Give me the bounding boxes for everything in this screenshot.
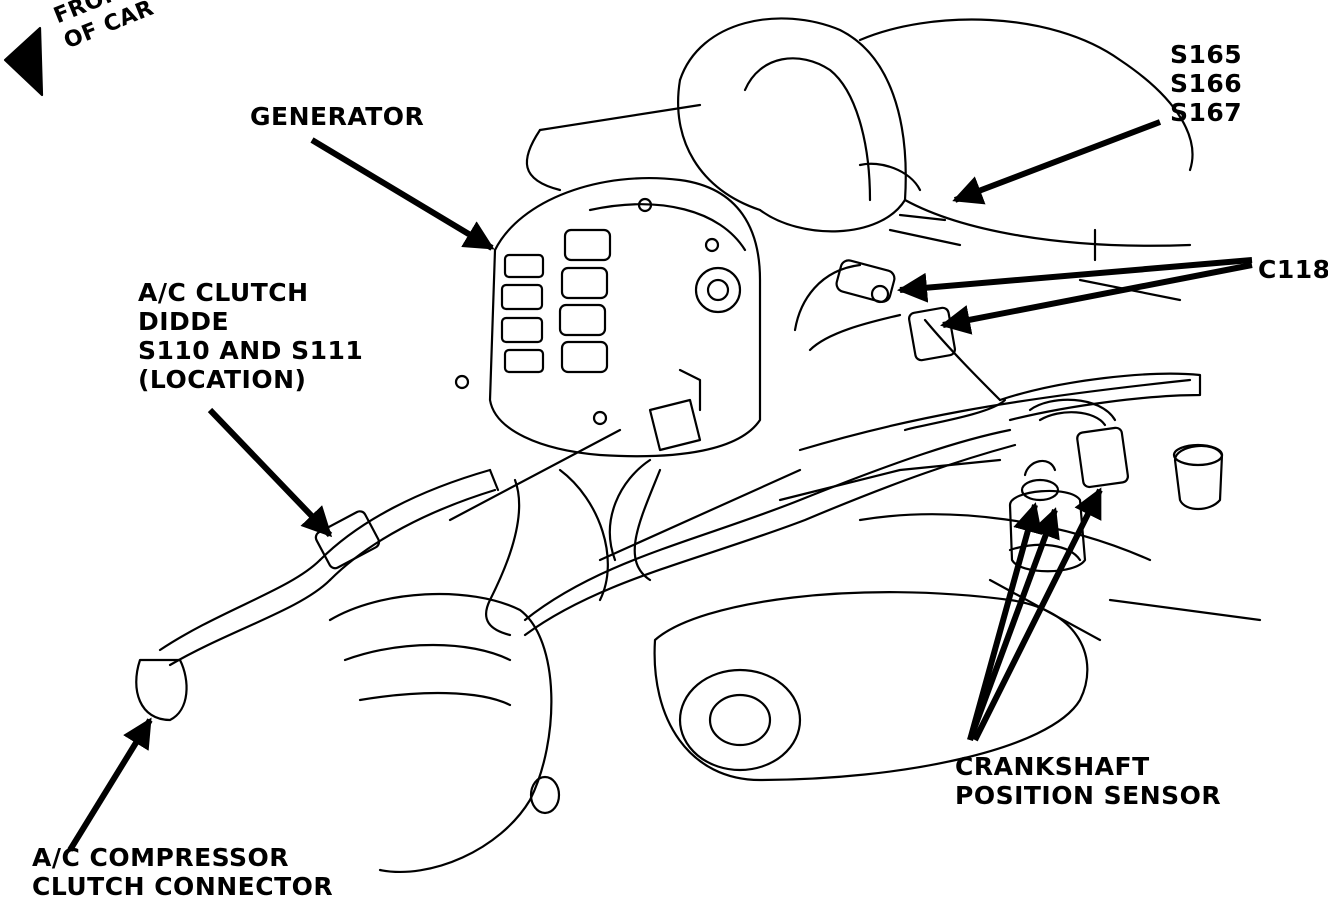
sensor-connector: [1028, 398, 1129, 489]
ac-clutch-harness: [135, 468, 521, 722]
label-generator: GENERATOR: [250, 102, 425, 131]
label-ac-clutch-diode: A/C CLUTCH DIDDE S110 AND S111 (LOCATION…: [138, 278, 364, 394]
fluid-cap: [1172, 443, 1224, 511]
crankshaft-sensor-body: [1008, 459, 1087, 573]
label-crankshaft-sensor: CRANKSHAFT POSITION SENSOR: [955, 752, 1222, 810]
air-intake-duct: [525, 17, 1194, 247]
label-c118: C118: [1258, 255, 1328, 284]
arrow-crank-2: [967, 507, 1060, 742]
arrow-crank-3: [972, 487, 1103, 742]
wiring-harness: [523, 162, 1017, 637]
arrow-generator: [310, 137, 495, 251]
c118-connectors: [835, 259, 957, 362]
engine-block: [328, 228, 1262, 873]
label-ac-compressor-connector: A/C COMPRESSOR CLUTCH CONNECTOR: [32, 843, 334, 901]
arrow-ac-compressor: [67, 717, 153, 852]
arrow-c118-upper: [897, 257, 1253, 303]
arrow-splices: [952, 119, 1162, 205]
generator-body: [454, 176, 762, 458]
front-of-car-arrow: [3, 26, 44, 97]
arrow-c118-lower: [940, 262, 1253, 335]
arrow-crank-1: [967, 502, 1043, 741]
arrow-ac-clutch-diode: [207, 407, 333, 538]
label-splices: S165 S166 S167: [1170, 40, 1243, 127]
